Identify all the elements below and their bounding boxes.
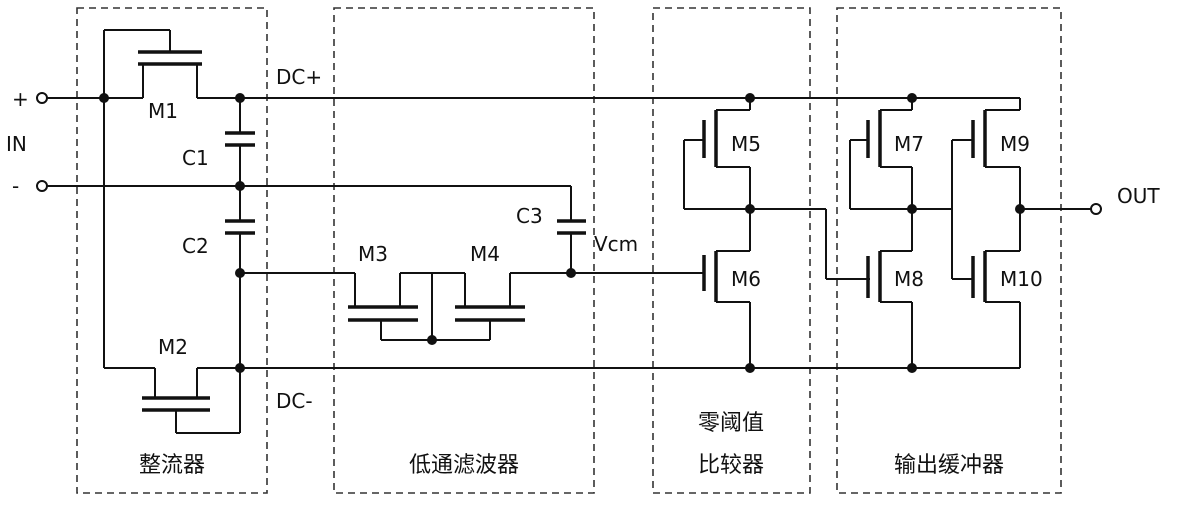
lowpass-wiring <box>240 186 705 341</box>
dc-plus-label: DC+ <box>276 65 322 89</box>
c2-label: C2 <box>182 234 209 258</box>
comparator-title-line2: 比较器 <box>698 453 764 478</box>
lowpass-title: 低通滤波器 <box>409 453 519 478</box>
comparator-block <box>652 7 811 494</box>
buffer-title: 输出缓冲器 <box>894 453 1004 478</box>
in-minus-label: - <box>12 174 19 198</box>
junction-dots <box>99 93 1025 373</box>
buffer-block <box>836 7 1062 494</box>
c1-label: C1 <box>182 146 209 170</box>
m8-label: M8 <box>894 267 924 291</box>
out-terminal <box>1090 203 1102 215</box>
c3-label: C3 <box>516 204 543 228</box>
m10-label: M10 <box>1000 267 1043 291</box>
in-plus-terminal <box>36 92 48 104</box>
rails <box>44 97 1020 369</box>
buffer-wiring <box>825 98 1091 368</box>
rectifier-title: 整流器 <box>139 453 205 478</box>
m7-label: M7 <box>894 132 924 156</box>
in-label: IN <box>6 132 27 156</box>
in-plus-label: + <box>12 87 29 111</box>
m1-label: M1 <box>148 99 178 123</box>
m4-label: M4 <box>470 242 500 266</box>
rectifier-wiring <box>103 29 255 434</box>
m2-label: M2 <box>158 335 188 359</box>
m6-label: M6 <box>731 267 761 291</box>
m5-label: M5 <box>731 132 761 156</box>
out-label: OUT <box>1117 184 1160 208</box>
comparator-title-line1: 零阈值 <box>698 411 764 436</box>
in-minus-terminal <box>36 180 48 192</box>
m3-label: M3 <box>358 242 388 266</box>
dc-minus-label: DC- <box>276 389 313 413</box>
rectifier-block <box>76 7 268 494</box>
vcm-label: Vcm <box>594 232 638 256</box>
m9-label: M9 <box>1000 132 1030 156</box>
